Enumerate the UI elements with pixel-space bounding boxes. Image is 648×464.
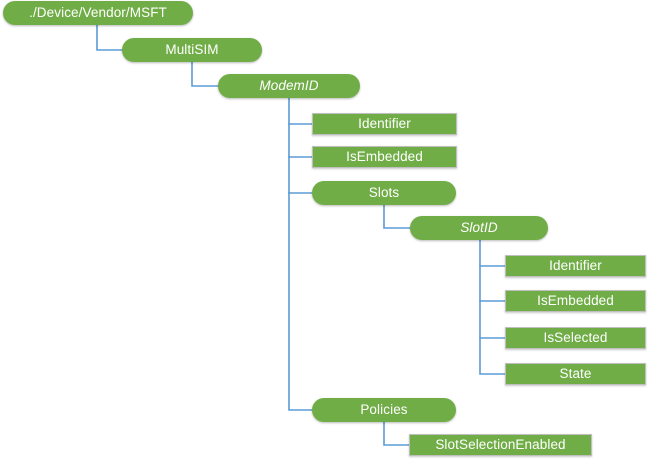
node-multisim[interactable]: MultiSIM [122, 38, 262, 62]
node-slot-isselected[interactable]: IsSelected [505, 327, 646, 349]
node-label-multisim: MultiSIM [165, 42, 219, 58]
node-modem-isembedded[interactable]: IsEmbedded [312, 146, 457, 168]
node-label-slot-identifier: Identifier [549, 258, 602, 274]
connector-slotid-to-identifier [479, 239, 506, 267]
connector-slots-to-slotid [383, 204, 411, 229]
node-label-modemid: ModemID [259, 78, 319, 94]
node-policies[interactable]: Policies [312, 398, 456, 422]
connector-policies-to-slotselectionenabled [383, 421, 410, 446]
node-label-slots: Slots [368, 185, 400, 201]
node-root[interactable]: ./Device/Vendor/MSFT [3, 1, 193, 25]
node-label-modem-identifier: Identifier [358, 116, 411, 132]
connector-root-to-multisim [96, 24, 123, 51]
connector-slotid-to-state [479, 337, 506, 375]
node-modem-identifier[interactable]: Identifier [312, 113, 457, 135]
connector-modemid-to-identifier [288, 97, 313, 125]
node-slot-state[interactable]: State [505, 363, 646, 385]
node-label-slotid: SlotID [460, 220, 498, 236]
node-label-policies: Policies [360, 402, 408, 418]
node-label-slot-isselected: IsSelected [543, 330, 608, 346]
connector-modemid-to-policies [288, 192, 313, 411]
connector-slotid-to-isselected [479, 300, 506, 339]
node-label-root: ./Device/Vendor/MSFT [29, 5, 167, 21]
connector-slotid-to-isembedded [479, 265, 506, 302]
node-label-modem-isembedded: IsEmbedded [346, 149, 423, 165]
node-slot-identifier[interactable]: Identifier [505, 255, 646, 277]
node-modemid[interactable]: ModemID [218, 74, 360, 98]
node-slots[interactable]: Slots [312, 181, 456, 205]
node-slot-isembedded[interactable]: IsEmbedded [505, 290, 646, 312]
node-label-slotselectionenabled: SlotSelectionEnabled [435, 437, 566, 453]
node-label-slot-state: State [559, 366, 592, 382]
connector-modemid-to-isembedded [288, 123, 313, 158]
node-label-slot-isembedded: IsEmbedded [537, 293, 614, 309]
node-slotselectionenabled[interactable]: SlotSelectionEnabled [409, 434, 592, 456]
connector-modemid-to-slots [288, 156, 313, 194]
connector-multisim-to-modemid [191, 61, 219, 87]
node-slotid[interactable]: SlotID [410, 216, 548, 240]
